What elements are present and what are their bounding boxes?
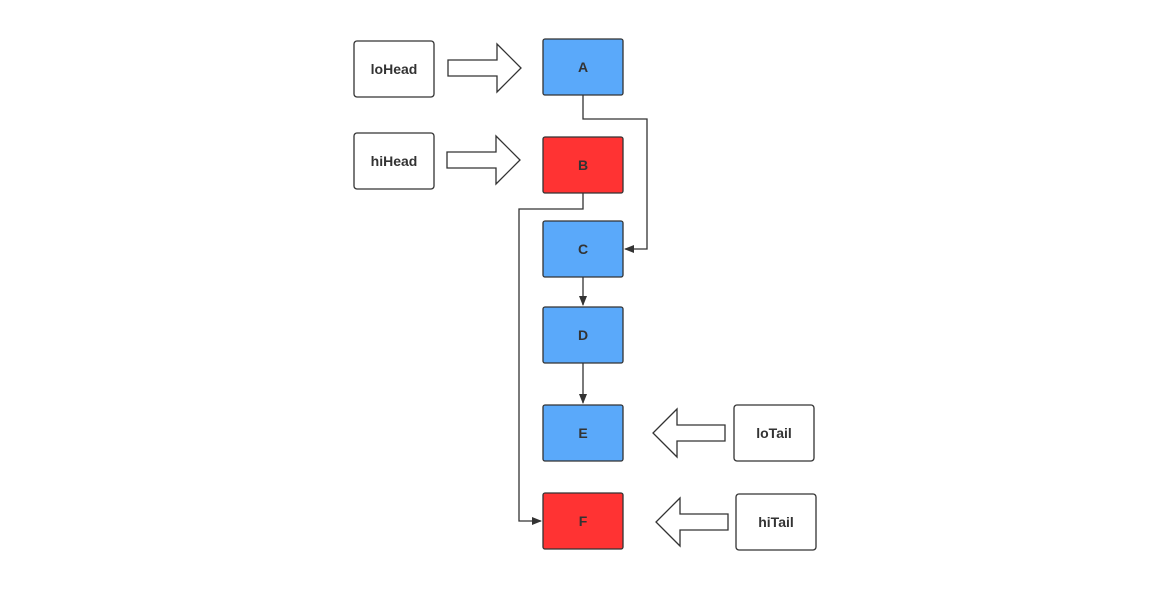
node-f-box xyxy=(542,492,624,550)
node-a-label: A xyxy=(578,59,588,75)
pointer-hihead: hiHead xyxy=(353,132,435,190)
node-e-label: E xyxy=(578,425,587,441)
pointer-hitail: hiTail xyxy=(735,493,817,551)
node-c-box xyxy=(542,220,624,278)
pointer-lotail-label: loTail xyxy=(756,425,792,441)
node-e: E xyxy=(542,404,624,462)
node-d-label: D xyxy=(578,327,588,343)
node-a: A xyxy=(542,38,624,96)
pointer-lotail: loTail xyxy=(733,404,815,462)
node-c-label: C xyxy=(578,241,588,257)
pointer-hihead-label: hiHead xyxy=(371,153,418,169)
block-arrow-lohead xyxy=(447,42,522,94)
node-e-box xyxy=(542,404,624,462)
pointer-hitail-label: hiTail xyxy=(758,514,794,530)
node-f: F xyxy=(542,492,624,550)
node-a-box xyxy=(542,38,624,96)
pointer-lohead-label: loHead xyxy=(371,61,418,77)
node-b-label: B xyxy=(578,157,588,173)
node-d-box xyxy=(542,306,624,364)
block-arrow-hihead xyxy=(446,134,521,186)
node-f-label: F xyxy=(579,513,588,529)
block-arrow-lotail xyxy=(652,407,726,459)
node-d: D xyxy=(542,306,624,364)
node-b: B xyxy=(542,136,624,194)
connector-a-to-c xyxy=(582,95,648,253)
node-c: C xyxy=(542,220,624,278)
connector-b-to-f xyxy=(518,193,584,525)
pointer-lohead: loHead xyxy=(353,40,435,98)
node-b-box xyxy=(542,136,624,194)
block-arrow-hitail xyxy=(655,496,729,548)
